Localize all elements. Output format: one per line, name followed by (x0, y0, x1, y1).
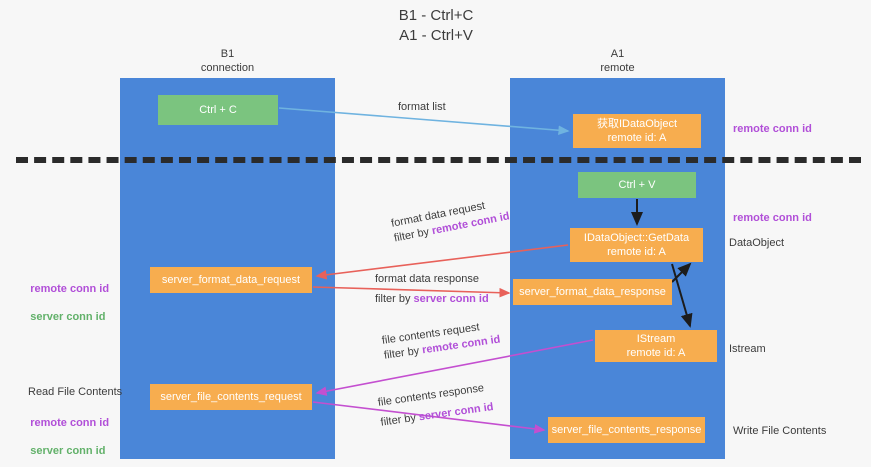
note-dataobject: DataObject (729, 237, 785, 249)
note-conn-ids-bottom: remote conn id server conn id (18, 402, 109, 467)
note-read-file-contents: Read File Contents (28, 386, 123, 398)
edge-label-highlight: server conn id (418, 400, 495, 424)
edge-label-line2: filter by server conn id (375, 292, 489, 307)
edge-label-format-data-response: format data response filter by server co… (375, 272, 489, 307)
node-istream[interactable]: IStream remote id: A (595, 330, 717, 362)
note-server-conn-id: server conn id (30, 311, 106, 323)
node-server-file-contents-request[interactable]: server_file_contents_request (150, 384, 312, 410)
edge-label-format-data-request: format data request filter by remote con… (390, 195, 511, 247)
edge-label-prefix: filter by (383, 344, 424, 362)
note-remote-conn-id: remote conn id (30, 283, 110, 295)
note-conn-ids-mid: remote conn id server conn id (18, 268, 109, 338)
note-remote-conn-id: remote conn id (30, 417, 110, 429)
edge-label-prefix: filter by (375, 293, 414, 305)
phase-divider (16, 157, 861, 163)
lane-header-b1: B1 connection (200, 48, 255, 74)
edge-label-file-contents-request: file contents request filter by remote c… (381, 318, 501, 364)
note-write-file-contents: Write File Contents (733, 425, 827, 437)
edge-label-prefix: filter by (379, 411, 420, 429)
note-remote-conn-id-mid: remote conn id (733, 212, 812, 224)
node-server-format-data-response[interactable]: server_format_data_response (513, 279, 672, 305)
note-remote-conn-id-top: remote conn id (733, 123, 812, 135)
node-server-format-data-request[interactable]: server_format_data_request (150, 267, 312, 293)
note-istream: Istream (729, 343, 766, 355)
node-server-file-contents-response[interactable]: server_file_contents_response (548, 417, 705, 443)
edge-label-line1: format data response (375, 273, 479, 285)
edge-label-file-contents-response: file contents response filter by server … (377, 380, 494, 430)
note-server-conn-id: server conn id (30, 445, 106, 457)
lane-header-a1: A1 remote (600, 48, 635, 74)
edge-label-line1: format list (398, 101, 446, 113)
page-title: B1 - Ctrl+C A1 - Ctrl+V (398, 7, 474, 44)
node-idataobject-getdata[interactable]: IDataObject::GetData remote id: A (570, 228, 703, 262)
edge-label-format-list: format list (398, 100, 446, 115)
edge-label-highlight: server conn id (413, 293, 489, 305)
node-idataobject[interactable]: 获取IDataObject remote id: A (573, 114, 701, 148)
node-ctrl-c[interactable]: Ctrl + C (158, 95, 278, 125)
node-ctrl-v[interactable]: Ctrl + V (578, 172, 696, 198)
